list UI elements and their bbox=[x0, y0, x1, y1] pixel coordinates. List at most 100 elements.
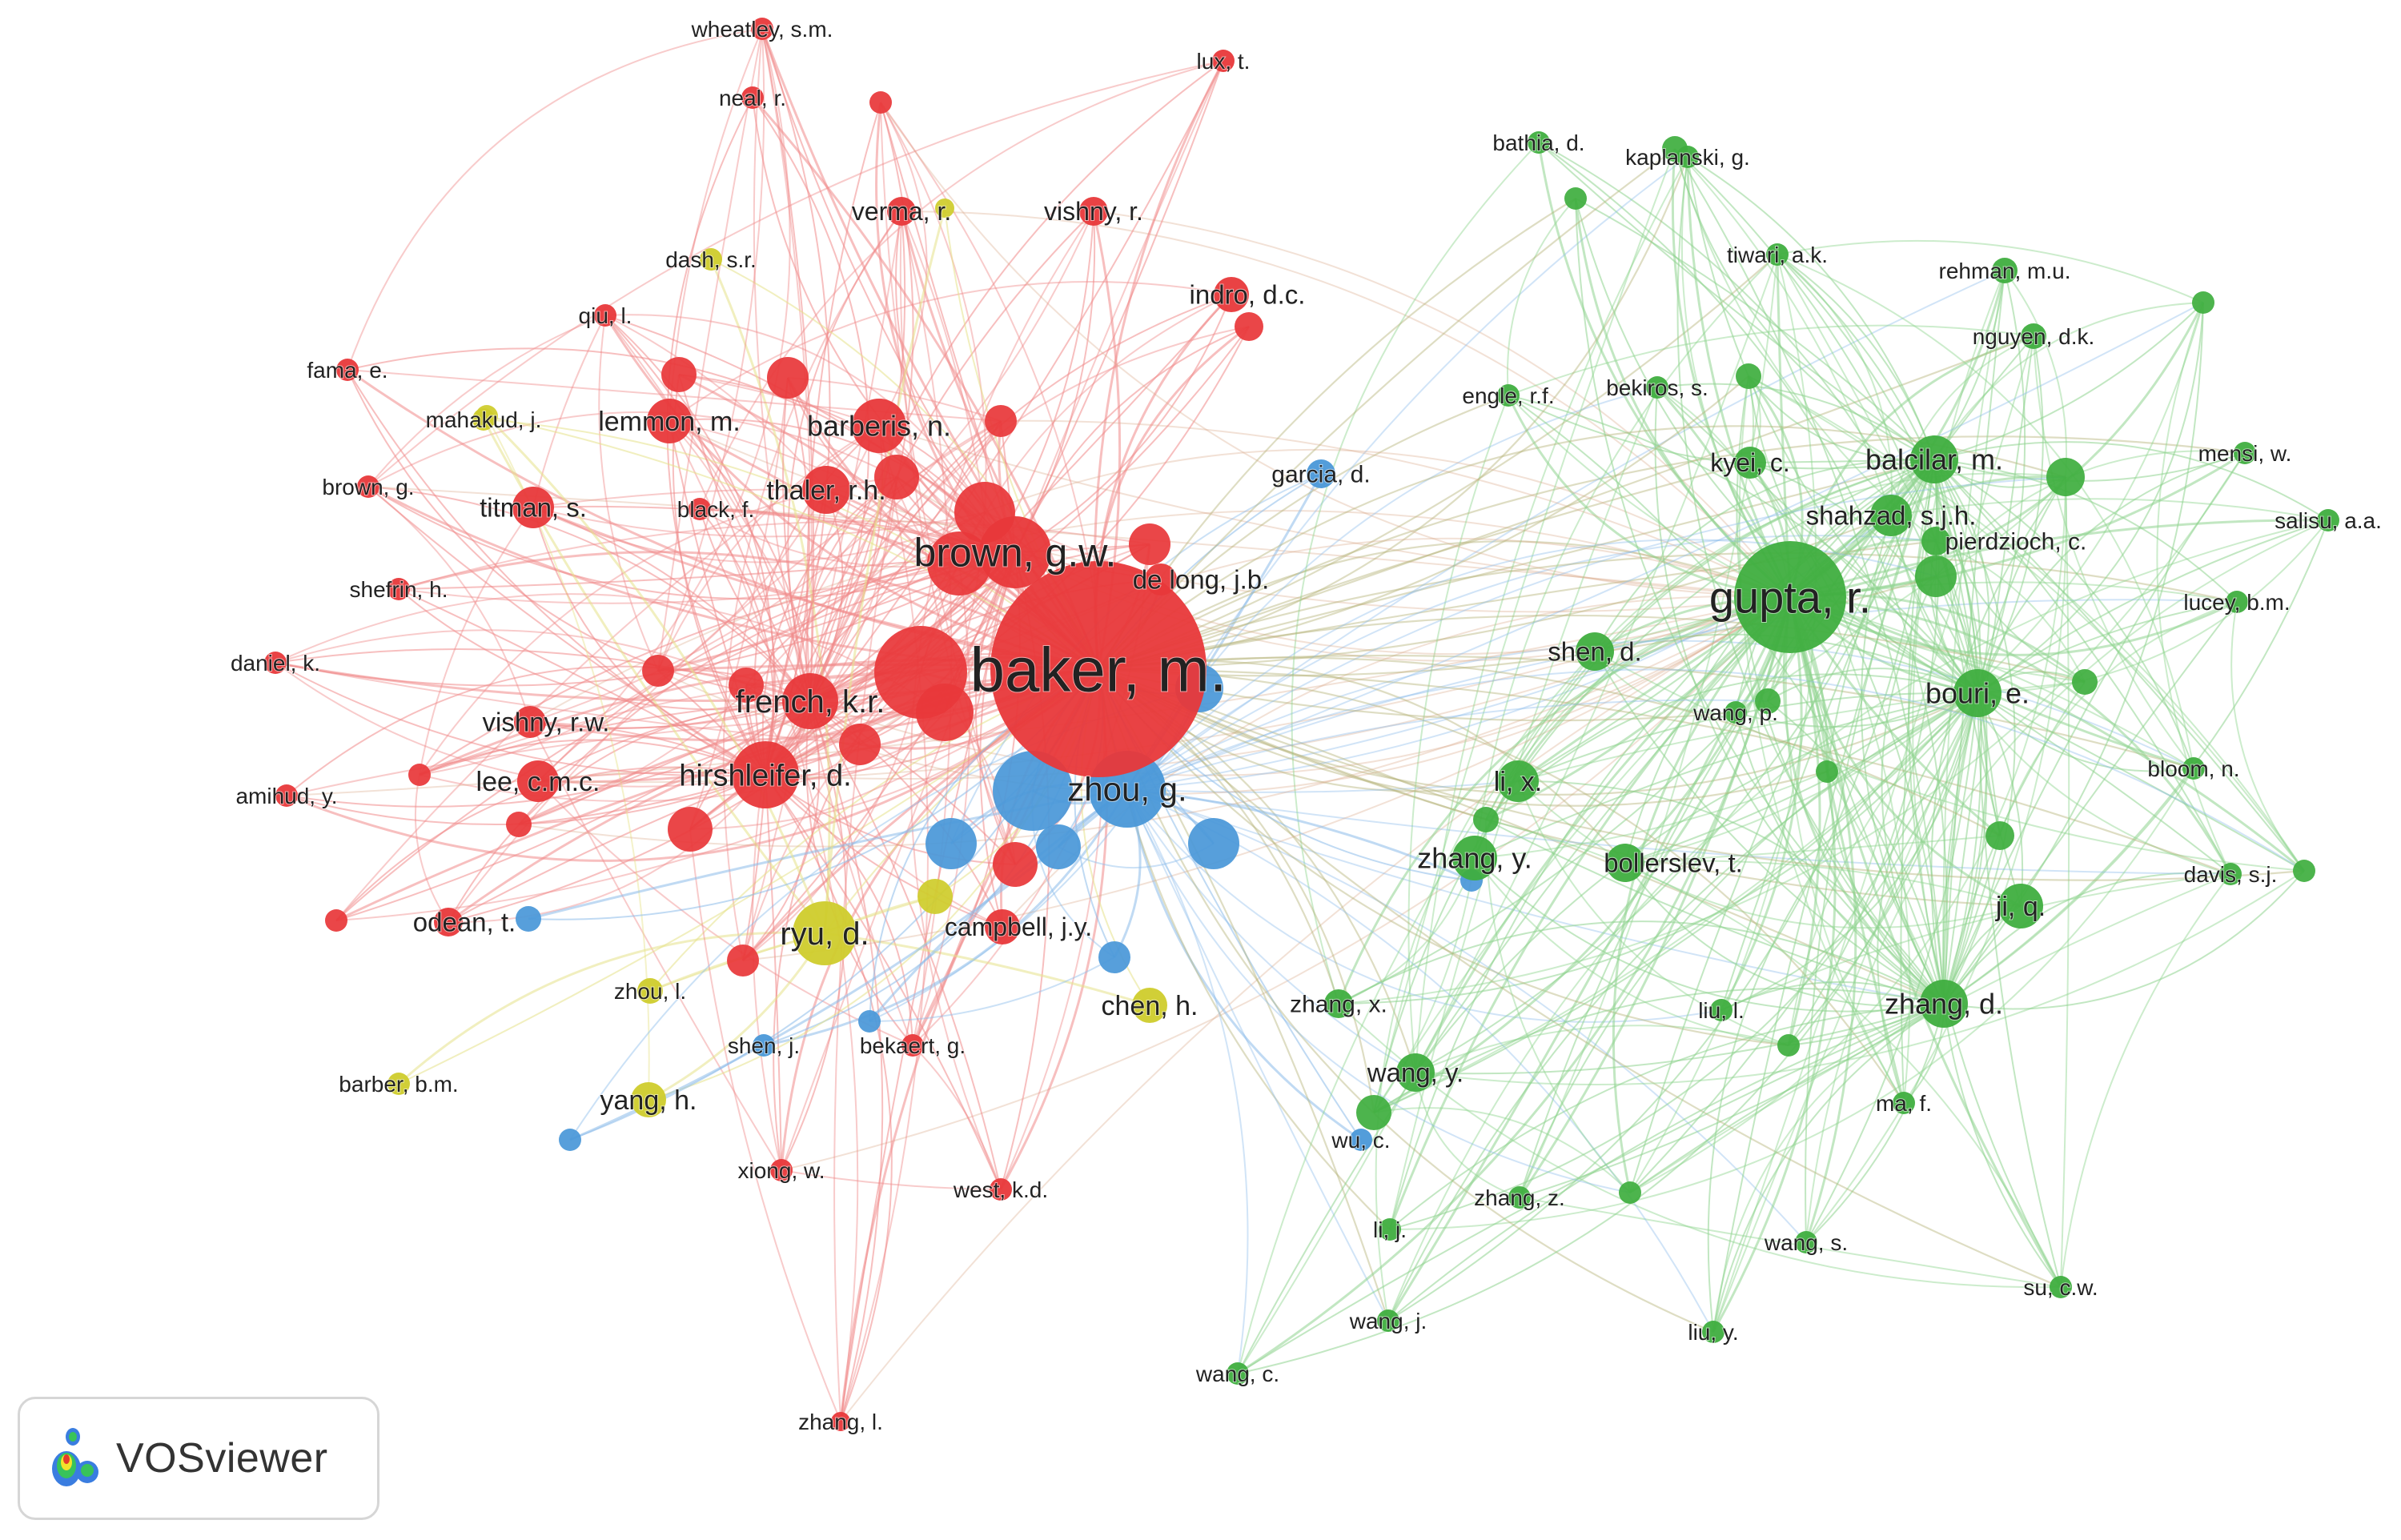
node-bubble-blue[interactable] bbox=[925, 818, 977, 869]
node-bubble-red[interactable] bbox=[727, 944, 759, 977]
node-zhang-x[interactable] bbox=[1324, 989, 1353, 1018]
node-zhang-l[interactable] bbox=[831, 1412, 850, 1431]
node-bubble-red[interactable] bbox=[661, 357, 697, 392]
node-lux-t[interactable] bbox=[1212, 50, 1235, 72]
node-bubble-green[interactable] bbox=[1619, 1181, 1641, 1204]
node-mahakud-j[interactable] bbox=[472, 408, 495, 431]
node-wang-s[interactable] bbox=[1795, 1231, 1817, 1253]
node-lucey-bm[interactable] bbox=[2226, 591, 2248, 613]
node-indro-dc[interactable] bbox=[1214, 277, 1249, 312]
node-qiu-l[interactable] bbox=[594, 304, 616, 327]
node-wang-c[interactable] bbox=[1227, 1362, 1249, 1385]
node-fama-e[interactable] bbox=[336, 359, 359, 381]
node-bathia-d[interactable] bbox=[1528, 131, 1550, 154]
node-bekaert-g[interactable] bbox=[901, 1034, 924, 1057]
node-bubble-red[interactable] bbox=[668, 807, 713, 852]
node-xiong-w[interactable] bbox=[770, 1159, 793, 1181]
node-bubble-red[interactable] bbox=[642, 655, 674, 687]
node-bubble-red[interactable] bbox=[993, 842, 1038, 887]
node-bubble-green[interactable] bbox=[1915, 555, 1957, 597]
node-liu-l[interactable] bbox=[1710, 999, 1732, 1021]
node-titman-s[interactable] bbox=[512, 487, 554, 528]
node-bubble-green[interactable] bbox=[2046, 458, 2085, 496]
node-bubble-red[interactable] bbox=[506, 812, 532, 837]
node-engle-rf[interactable] bbox=[1497, 384, 1520, 407]
node-liu-y[interactable] bbox=[1702, 1321, 1724, 1343]
node-bubble-blue[interactable] bbox=[559, 1129, 581, 1151]
node-bubble-green[interactable] bbox=[1755, 688, 1781, 714]
node-bubble-yellow[interactable] bbox=[935, 199, 954, 218]
node-bollerslev-t[interactable] bbox=[1606, 844, 1644, 882]
node-zhang-y[interactable] bbox=[1452, 836, 1497, 880]
node-shen-j[interactable] bbox=[753, 1034, 775, 1057]
node-zhang-z[interactable] bbox=[1508, 1186, 1531, 1209]
node-bubble-red[interactable] bbox=[874, 455, 919, 499]
node-balcilar-m[interactable] bbox=[1910, 435, 1958, 483]
node-bubble-red[interactable] bbox=[927, 531, 991, 596]
node-bubble-green[interactable] bbox=[1985, 821, 2014, 850]
node-zhang-d[interactable] bbox=[1920, 980, 1968, 1028]
node-wheatley-sm[interactable] bbox=[751, 18, 773, 40]
node-brown-gw[interactable] bbox=[979, 516, 1051, 588]
node-bubble-green[interactable] bbox=[2293, 860, 2315, 882]
node-wang-j[interactable] bbox=[1377, 1309, 1399, 1332]
node-bubble-red[interactable] bbox=[325, 909, 347, 932]
node-bubble-green[interactable] bbox=[1473, 807, 1499, 832]
node-davis-sj[interactable] bbox=[2219, 863, 2242, 885]
node-bubble-green[interactable] bbox=[1816, 760, 1838, 783]
node-dash-sr[interactable] bbox=[700, 248, 722, 271]
node-bubble-green[interactable] bbox=[2192, 291, 2214, 314]
node-ji-q[interactable] bbox=[1998, 884, 2043, 928]
node-black-f[interactable] bbox=[689, 498, 711, 520]
node-lemmon-m[interactable] bbox=[647, 399, 692, 443]
node-odean-t[interactable] bbox=[434, 908, 463, 936]
node-garcia-d[interactable] bbox=[1307, 459, 1335, 488]
node-bubble-green[interactable] bbox=[1564, 187, 1587, 210]
node-bubble-yellow[interactable] bbox=[917, 879, 953, 914]
node-bubble-red[interactable] bbox=[985, 405, 1017, 437]
node-salisu-aa[interactable] bbox=[2317, 509, 2339, 531]
node-bubble-blue[interactable] bbox=[993, 751, 1073, 831]
node-bubble-red[interactable] bbox=[729, 668, 764, 703]
node-french-kr[interactable] bbox=[782, 673, 838, 729]
node-shahzad-sjh[interactable] bbox=[1870, 495, 1912, 536]
node-kaplanski-g[interactable] bbox=[1676, 146, 1699, 168]
node-vishny-rw[interactable] bbox=[514, 706, 546, 738]
node-wu-c[interactable] bbox=[1350, 1129, 1372, 1151]
node-hirshleifer-d[interactable] bbox=[732, 741, 799, 808]
node-chen-h[interactable] bbox=[1132, 988, 1167, 1023]
node-wang-y[interactable] bbox=[1396, 1053, 1435, 1092]
node-ryu-d[interactable] bbox=[793, 901, 857, 965]
node-shefrin-h[interactable] bbox=[387, 578, 410, 600]
node-bubble-blue[interactable] bbox=[1188, 818, 1239, 869]
node-bubble-blue[interactable] bbox=[516, 906, 541, 932]
node-bubble-red[interactable] bbox=[767, 357, 809, 399]
node-thaler-rh[interactable] bbox=[802, 466, 850, 514]
node-bloom-n[interactable] bbox=[2182, 757, 2205, 780]
node-lee-cmc[interactable] bbox=[517, 760, 559, 802]
node-zhou-l[interactable] bbox=[637, 978, 663, 1004]
node-bubble-red[interactable] bbox=[869, 91, 892, 114]
node-daniel-k[interactable] bbox=[264, 652, 287, 674]
node-bubble-red[interactable] bbox=[408, 764, 431, 786]
node-tiwari-ak[interactable] bbox=[1766, 243, 1789, 266]
node-mensi-w[interactable] bbox=[2234, 442, 2256, 464]
node-bouri-e[interactable] bbox=[1953, 669, 2002, 717]
node-bubble-red[interactable] bbox=[916, 684, 974, 741]
node-neal-r[interactable] bbox=[741, 86, 764, 109]
node-vishny-r[interactable] bbox=[1079, 197, 1108, 226]
node-bekiros-s[interactable] bbox=[1646, 376, 1668, 399]
node-bubble-red[interactable] bbox=[839, 724, 881, 765]
node-bubble-blue[interactable] bbox=[1098, 941, 1130, 973]
node-brown-g[interactable] bbox=[357, 475, 379, 498]
node-kyei-c[interactable] bbox=[1734, 447, 1766, 479]
node-gupta-r[interactable] bbox=[1734, 541, 1846, 653]
node-ma-f[interactable] bbox=[1893, 1092, 1915, 1114]
node-yang-h[interactable] bbox=[631, 1082, 666, 1117]
node-bubble-green[interactable] bbox=[1777, 1034, 1800, 1057]
node-nguyen-dk[interactable] bbox=[2021, 323, 2046, 349]
node-barberis-n[interactable] bbox=[852, 399, 906, 453]
node-bubble-red[interactable] bbox=[1235, 312, 1263, 341]
node-bubble-blue[interactable] bbox=[858, 1010, 881, 1033]
